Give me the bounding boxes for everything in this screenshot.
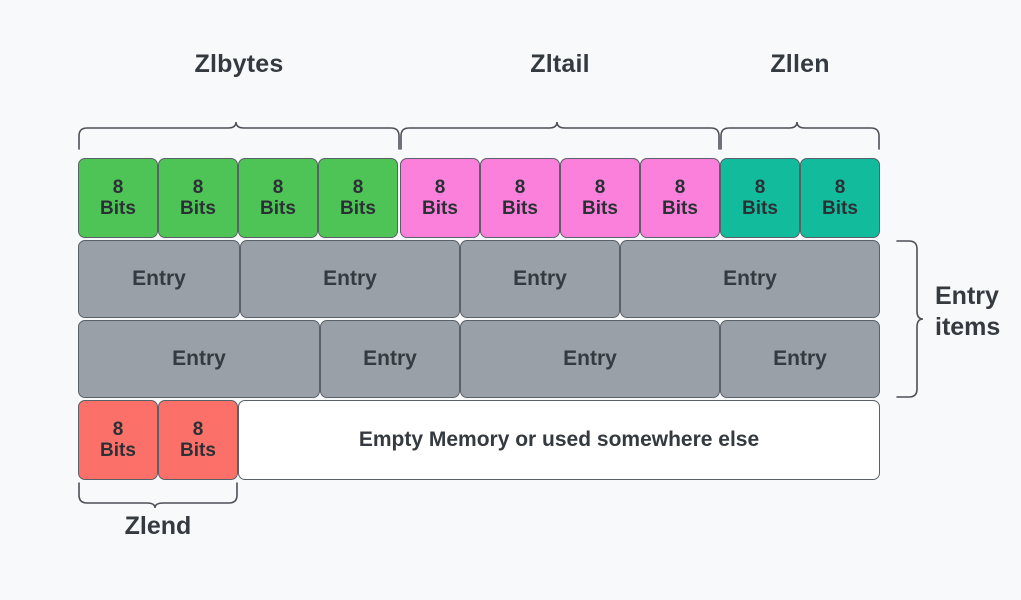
bits-cell-unit: Bits bbox=[180, 440, 216, 461]
bits-cell: 8 Bits bbox=[78, 158, 158, 238]
bits-cell-number: 8 bbox=[834, 176, 846, 198]
bits-cell-number: 8 bbox=[754, 176, 766, 198]
brace-entry-items bbox=[896, 240, 924, 398]
bits-cell: 8 Bits bbox=[640, 158, 720, 238]
brace-zlend bbox=[78, 482, 238, 509]
bits-cell-number: 8 bbox=[112, 418, 124, 440]
bits-cell-number: 8 bbox=[272, 176, 284, 198]
bits-cell-unit: Bits bbox=[422, 198, 458, 219]
bits-cell-unit: Bits bbox=[260, 198, 296, 219]
bits-cell-number: 8 bbox=[352, 176, 364, 198]
section-title-zlbytes: Zlbytes bbox=[194, 50, 284, 78]
section-title-zllen: Zllen bbox=[770, 50, 830, 78]
bits-cell-unit: Bits bbox=[100, 440, 136, 461]
brace-zlbytes bbox=[78, 121, 400, 150]
bits-cell-number: 8 bbox=[434, 176, 446, 198]
zlend-bits-cell: 8 Bits bbox=[158, 400, 238, 480]
bits-cell-unit: Bits bbox=[662, 198, 698, 219]
entry-cell: Entry bbox=[720, 320, 880, 398]
label-entry-items-line2: items bbox=[935, 313, 1001, 342]
label-entry-items-line1: Entry bbox=[935, 282, 999, 310]
bits-cell: 8 Bits bbox=[480, 158, 560, 238]
entry-cell: Entry bbox=[78, 240, 240, 318]
bits-cell-number: 8 bbox=[674, 176, 686, 198]
bits-cell: 8 Bits bbox=[318, 158, 398, 238]
bits-cell-unit: Bits bbox=[180, 198, 216, 219]
zlend-bits-cell: 8 Bits bbox=[78, 400, 158, 480]
bits-cell: 8 Bits bbox=[560, 158, 640, 238]
label-entry-items: Entry items bbox=[935, 281, 1021, 344]
bits-cell-unit: Bits bbox=[502, 198, 538, 219]
entry-cell: Entry bbox=[240, 240, 460, 318]
entry-cell: Entry bbox=[460, 240, 620, 318]
entry-cell: Entry bbox=[620, 240, 880, 318]
bits-cell-unit: Bits bbox=[822, 198, 858, 219]
bits-cell-number: 8 bbox=[192, 176, 204, 198]
bits-cell-number: 8 bbox=[514, 176, 526, 198]
bits-cell: 8 Bits bbox=[238, 158, 318, 238]
label-zlend: Zlend bbox=[124, 512, 192, 540]
entry-cell: Entry bbox=[320, 320, 460, 398]
bits-cell-unit: Bits bbox=[742, 198, 778, 219]
bits-cell: 8 Bits bbox=[800, 158, 880, 238]
bits-cell-unit: Bits bbox=[340, 198, 376, 219]
bits-cell: 8 Bits bbox=[158, 158, 238, 238]
bits-cell-unit: Bits bbox=[100, 198, 136, 219]
entry-cell: Entry bbox=[460, 320, 720, 398]
entry-cell: Entry bbox=[78, 320, 320, 398]
bits-cell: 8 Bits bbox=[720, 158, 800, 238]
section-title-zltail: Zltail bbox=[530, 50, 590, 78]
brace-zltail bbox=[400, 121, 720, 150]
empty-memory-cell: Empty Memory or used somewhere else bbox=[238, 400, 880, 480]
brace-zllen bbox=[720, 121, 880, 150]
bits-cell-unit: Bits bbox=[582, 198, 618, 219]
bits-cell: 8 Bits bbox=[400, 158, 480, 238]
bits-cell-number: 8 bbox=[112, 176, 124, 198]
bits-cell-number: 8 bbox=[192, 418, 204, 440]
bits-cell-number: 8 bbox=[594, 176, 606, 198]
